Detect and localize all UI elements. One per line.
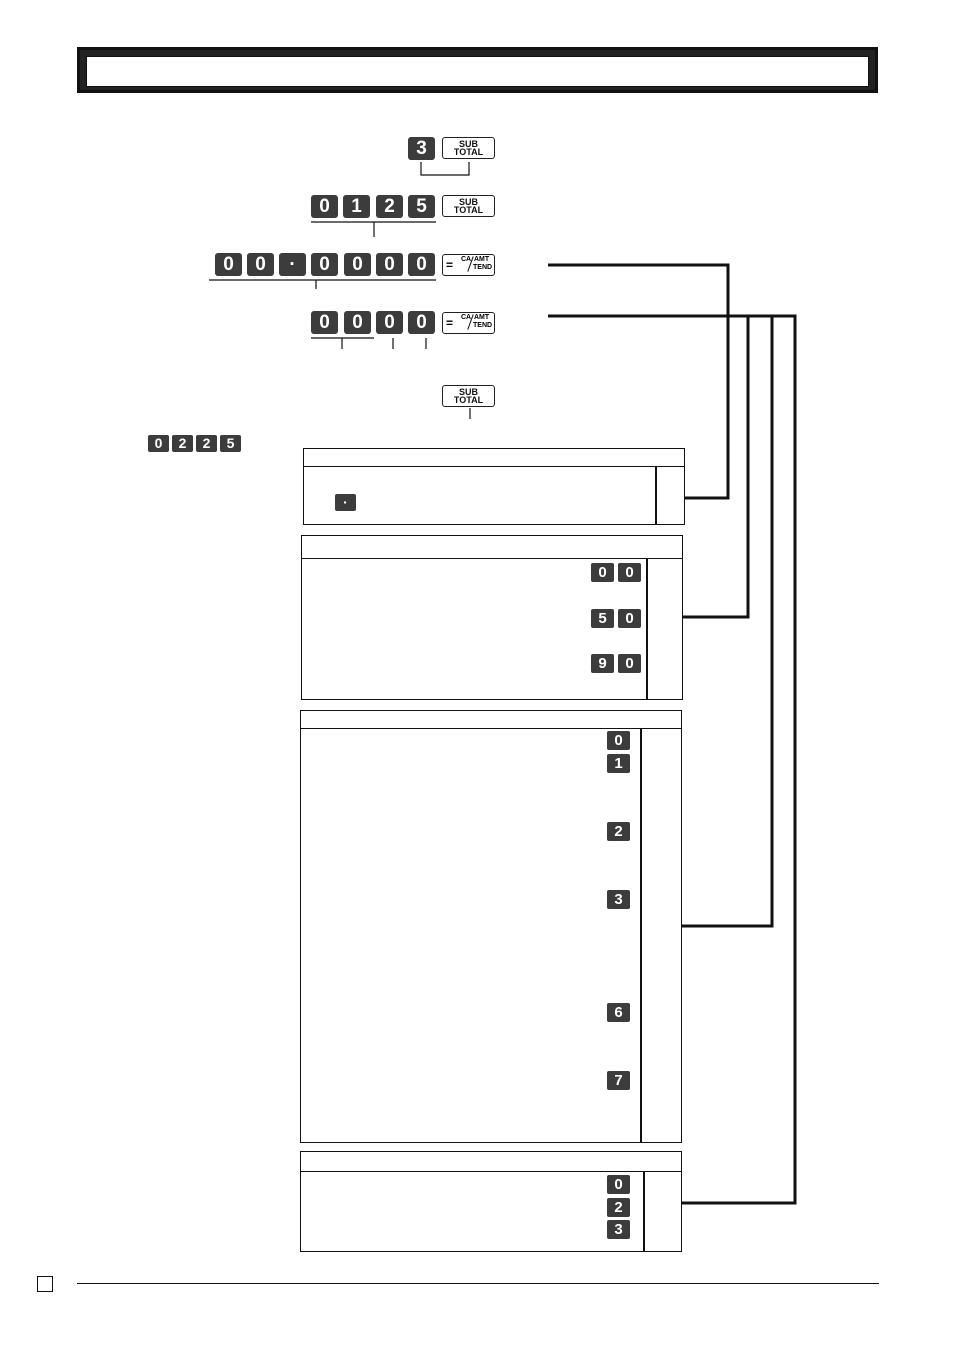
key-0[interactable]: 0 <box>247 253 274 276</box>
key-3[interactable]: 3 <box>408 137 435 160</box>
connector-panel-1 <box>548 263 730 500</box>
panel-header <box>301 1152 681 1172</box>
footer-rule <box>77 1283 879 1284</box>
key-5: 5 <box>220 435 241 452</box>
key-0: 0 <box>148 435 169 452</box>
panel-column-divider <box>655 467 657 524</box>
key-0[interactable]: 0 <box>376 253 403 276</box>
ca-amt-tend-key[interactable]: = CA AMT TEND <box>442 254 495 276</box>
panel-header <box>302 536 682 559</box>
key-3: 3 <box>607 1220 630 1239</box>
key-1[interactable]: 1 <box>343 195 370 218</box>
key-0[interactable]: 0 <box>408 311 435 334</box>
key-0[interactable]: 0 <box>344 311 371 334</box>
subtotal-key[interactable]: SUB TOTAL <box>442 195 495 217</box>
bracket-step-4 <box>311 337 427 349</box>
key-0: 0 <box>607 1175 630 1194</box>
panel-column-divider <box>643 1172 645 1251</box>
key-0[interactable]: 0 <box>311 195 338 218</box>
option-panel-4: 0 2 3 <box>300 1151 682 1252</box>
key-0[interactable]: 0 <box>215 253 242 276</box>
key-2: 2 <box>196 435 217 452</box>
panel-header <box>301 711 681 729</box>
ca-label: CA <box>461 256 472 263</box>
subtotal-key[interactable]: SUB TOTAL <box>442 137 495 159</box>
ca-amt-tend-key[interactable]: = CA AMT TEND <box>442 312 495 334</box>
key-0: 0 <box>618 609 641 628</box>
equals-glyph: = <box>446 316 454 330</box>
key-0[interactable]: 0 <box>408 253 435 276</box>
subtotal-key-line1: SUB <box>458 139 478 149</box>
subtotal-key-line1: SUB <box>458 197 478 207</box>
equals-glyph: = <box>446 258 454 272</box>
subtotal-key-line2: TOTAL <box>453 205 484 215</box>
key-0[interactable]: 0 <box>376 311 403 334</box>
key-9: 9 <box>591 654 614 673</box>
key-2: 2 <box>607 1198 630 1217</box>
option-panel-2: 0 0 5 0 9 0 <box>301 535 683 700</box>
key-0: 0 <box>618 563 641 582</box>
key-5: 5 <box>591 609 614 628</box>
connector-panel-3 <box>682 316 774 928</box>
subtotal-key[interactable]: SUB TOTAL <box>442 385 495 407</box>
key-0: 0 <box>607 731 630 750</box>
bracket-step-3 <box>209 279 436 289</box>
tend-label: TEND <box>473 264 493 271</box>
subtotal-key-line2: TOTAL <box>453 147 484 157</box>
amt-label: AMT <box>474 256 490 263</box>
subtotal-key-line1: SUB <box>458 387 478 397</box>
bracket-step-1 <box>420 162 470 176</box>
subtotal-key-line2: TOTAL <box>453 395 484 405</box>
key-1: 1 <box>607 754 630 773</box>
key-5[interactable]: 5 <box>408 195 435 218</box>
key-7: 7 <box>607 1071 630 1090</box>
connector-panel-4 <box>548 314 797 1205</box>
key-decimal-point[interactable]: · <box>279 253 306 276</box>
title-frame <box>77 47 878 93</box>
key-3: 3 <box>607 890 630 909</box>
key-2[interactable]: 2 <box>376 195 403 218</box>
option-panel-1: · <box>303 448 685 525</box>
ca-label: CA <box>461 314 472 321</box>
key-2: 2 <box>607 822 630 841</box>
key-6: 6 <box>607 1003 630 1022</box>
option-panel-3: 0 1 2 3 6 7 <box>300 710 682 1143</box>
connector-panel-2 <box>683 316 750 619</box>
key-0[interactable]: 0 <box>311 253 338 276</box>
panel-column-divider <box>646 559 648 699</box>
panel-header <box>304 449 684 467</box>
key-0[interactable]: 0 <box>344 253 371 276</box>
key-2: 2 <box>172 435 193 452</box>
page-number-box <box>37 1276 53 1292</box>
key-0: 0 <box>618 654 641 673</box>
amt-label: AMT <box>474 314 490 321</box>
page-title <box>86 56 869 87</box>
key-0: 0 <box>591 563 614 582</box>
key-0[interactable]: 0 <box>311 311 338 334</box>
bracket-step-2 <box>311 221 436 237</box>
tend-label: TEND <box>473 322 493 329</box>
key-decimal-point: · <box>335 494 356 511</box>
panel-column-divider <box>640 729 642 1142</box>
